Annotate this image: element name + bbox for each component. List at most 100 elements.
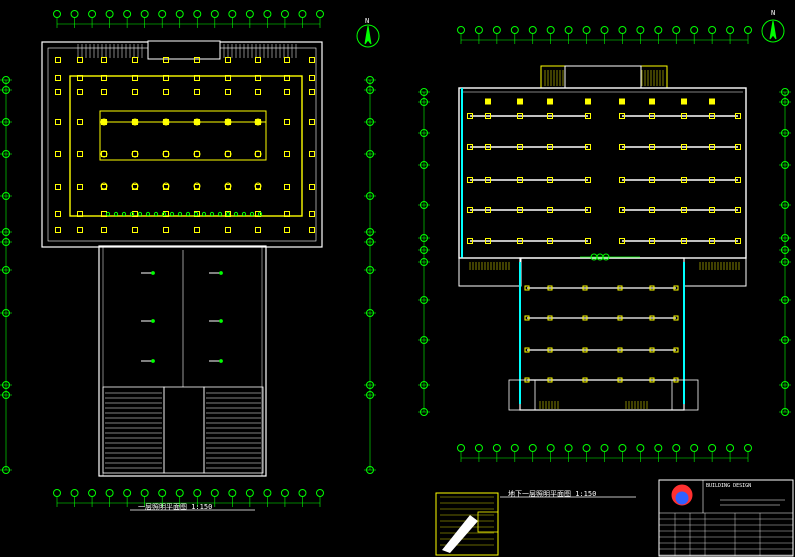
right-light-fixture <box>619 113 625 119</box>
left-emergency-light <box>233 211 239 217</box>
left-bottom-axis-bubble <box>105 489 114 497</box>
left-light-fixture <box>284 211 290 217</box>
left-stair-west <box>102 386 165 474</box>
right-light-fixture <box>735 144 741 150</box>
left-plan-title: 一层照明平面图 1:150 <box>138 503 213 511</box>
left-light-fixture <box>194 75 200 81</box>
right-north-arrow-circle <box>761 19 785 43</box>
left-light-fixture <box>132 211 138 217</box>
right-light-fixture <box>547 144 553 150</box>
right-lower-fixture <box>673 315 679 321</box>
left-inner-circuit <box>99 110 267 161</box>
title-block-frame <box>658 479 794 557</box>
left-top-axis-bubble <box>228 10 237 18</box>
left-emergency-light <box>185 211 191 217</box>
left-bottom-axis-bubble <box>70 489 79 497</box>
left-light-fixture <box>163 211 169 217</box>
right-light-fixture <box>735 113 741 119</box>
left-bottom-axis-bubble <box>53 489 61 497</box>
right-lower-fixture <box>547 315 553 321</box>
left-light-fixture <box>225 75 231 81</box>
left-top-axis-bubble <box>88 10 97 18</box>
right-light-fixture <box>467 113 473 119</box>
left-bottom-axis-bubble <box>175 489 184 497</box>
right-light-fixture <box>709 207 715 213</box>
left-light-fixture <box>101 151 107 157</box>
right-light-fixture <box>681 177 687 183</box>
right-top-fixture <box>709 98 715 105</box>
right-top-axis-bubble <box>690 26 699 34</box>
right-lower-fixture <box>547 377 553 383</box>
right-top-axis-bubble <box>726 26 735 34</box>
right-light-fixture <box>585 207 591 213</box>
left-light-fixture <box>309 57 315 63</box>
left-light-fixture <box>194 57 200 63</box>
right-top-axis-bubble <box>546 26 555 34</box>
right-light-fixture <box>709 177 715 183</box>
left-bottom-axis-bubble <box>316 489 324 497</box>
right-lower-fixture <box>547 285 553 291</box>
right-light-fixture <box>735 238 741 244</box>
left-light-fixture <box>163 75 169 81</box>
left-light-fixture <box>55 89 61 95</box>
left-light-fixture <box>77 57 83 63</box>
right-top-fixture <box>681 98 687 105</box>
right-light-fixture <box>517 177 523 183</box>
left-inner-fixture <box>193 150 201 158</box>
right-bottom-axis-bubble <box>528 444 537 452</box>
right-bottom-axis-bubble <box>672 444 681 452</box>
legend-pencil <box>442 515 478 553</box>
right-lower-fixture <box>649 315 655 321</box>
right-light-fixture <box>467 177 473 183</box>
right-light-fixture <box>517 113 523 119</box>
right-top-axis-bubble <box>474 26 483 34</box>
left-inner-fixture <box>162 150 170 158</box>
left-inner-fixture <box>193 118 201 126</box>
right-light-fixture <box>467 144 473 150</box>
left-light-fixture <box>255 89 261 95</box>
left-light-fixture <box>132 151 138 157</box>
right-light-fixture <box>681 113 687 119</box>
left-inner-fixture <box>100 118 108 126</box>
right-light-fixture <box>649 207 655 213</box>
left-top-axis-bubble <box>193 10 202 18</box>
left-emergency-light <box>137 211 143 217</box>
right-top-axis-bubble <box>708 26 717 34</box>
right-lower-fixture <box>582 377 588 383</box>
right-lower-fixture <box>673 285 679 291</box>
right-top-axis-bubble <box>618 26 627 34</box>
left-inner-fixture <box>131 150 139 158</box>
left-lower-fixture-end <box>151 271 155 275</box>
left-inner-fixture <box>193 182 201 190</box>
right-light-fixture <box>619 144 625 150</box>
left-light-fixture <box>101 75 107 81</box>
left-light-fixture <box>132 57 138 63</box>
left-light-fixture <box>77 211 83 217</box>
right-light-fixture <box>485 177 491 183</box>
right-stair-west <box>508 379 536 411</box>
left-inner-fixture <box>254 118 262 126</box>
left-top-axis-bubble <box>105 10 114 18</box>
left-inner-fixture <box>224 150 232 158</box>
right-bottom-axis-bubble <box>546 444 555 452</box>
right-lower-fixture <box>617 377 623 383</box>
right-light-fixture <box>649 144 655 150</box>
right-bottom-axis-bubble <box>690 444 699 452</box>
left-emergency-light <box>129 211 135 217</box>
left-emergency-light <box>257 211 263 217</box>
left-inner-fixture <box>100 150 108 158</box>
right-top-axis-bubble <box>528 26 537 34</box>
left-emergency-light <box>161 211 167 217</box>
right-light-fixture <box>485 207 491 213</box>
right-top-axis-bubble <box>672 26 681 34</box>
left-bottom-axis-bubble <box>158 489 167 497</box>
left-emergency-light <box>241 211 247 217</box>
right-light-fixture <box>547 177 553 183</box>
left-light-fixture <box>309 211 315 217</box>
right-lower-fixture <box>649 347 655 353</box>
left-light-fixture <box>77 75 83 81</box>
left-light-fixture <box>55 119 61 125</box>
right-lower-fixture <box>649 285 655 291</box>
left-lower-body <box>98 245 267 477</box>
